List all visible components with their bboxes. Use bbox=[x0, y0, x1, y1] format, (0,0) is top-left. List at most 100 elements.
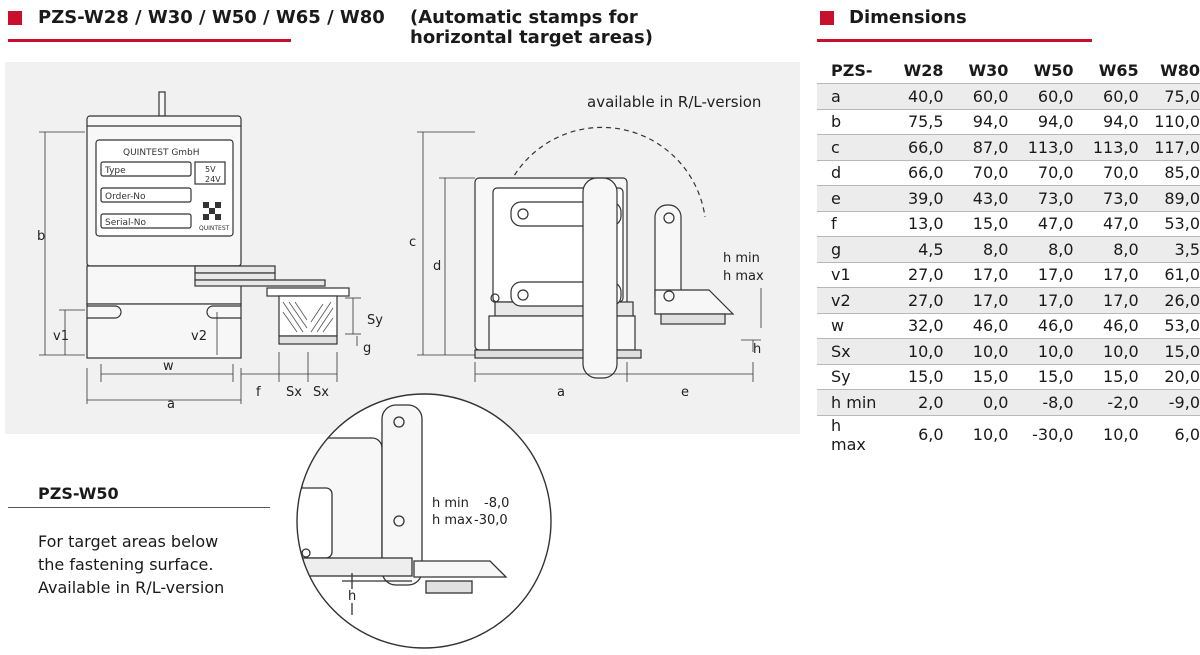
table-cell: 15,0 bbox=[1008, 363, 1074, 390]
table-cell: 70,0 bbox=[1073, 159, 1139, 186]
w50-title: PZS-W50 bbox=[38, 484, 119, 503]
table-cell: -2,0 bbox=[1073, 389, 1139, 415]
dim-label-c: c bbox=[409, 235, 416, 250]
header-w30: W30 bbox=[968, 61, 1009, 80]
dim-label-g: g bbox=[363, 341, 371, 356]
table-cell: 89,0 bbox=[1138, 185, 1200, 211]
table-cell: 117,0 bbox=[1138, 134, 1200, 160]
table-cell: 46,0 bbox=[1073, 312, 1139, 339]
table-cell: 6,0 bbox=[1138, 414, 1200, 454]
table-cell: 46,0 bbox=[1008, 312, 1074, 339]
table-cell: 10,0 bbox=[943, 338, 1009, 364]
table-cell: 26,0 bbox=[1138, 287, 1200, 313]
page-title: PZS-W28 / W30 / W50 / W65 / W80 bbox=[38, 7, 385, 28]
table-cell: 94,0 bbox=[943, 108, 1009, 135]
dim-label-w: w bbox=[163, 359, 174, 374]
voltage-24v: 24V bbox=[205, 175, 221, 184]
row-label: d bbox=[817, 159, 879, 186]
detail-h-min-value: -8,0 bbox=[484, 496, 509, 511]
quintest-logo bbox=[203, 202, 221, 220]
table-cell: 66,0 bbox=[878, 159, 944, 186]
table-cell: 53,0 bbox=[1138, 210, 1200, 237]
company-name: QUINTEST GmbH bbox=[123, 148, 200, 158]
table-cell: 32,0 bbox=[878, 312, 944, 339]
dim-label-d: d bbox=[433, 259, 441, 274]
table-cell: 39,0 bbox=[878, 185, 944, 211]
table-cell: 10,0 bbox=[878, 338, 944, 364]
w50-divider bbox=[8, 507, 270, 508]
table-cell: 46,0 bbox=[943, 312, 1009, 339]
table-cell: 17,0 bbox=[1008, 261, 1074, 288]
table-cell: 113,0 bbox=[1073, 134, 1139, 160]
table-cell: 17,0 bbox=[1073, 261, 1139, 288]
dimensions-title: Dimensions bbox=[849, 7, 967, 28]
table-cell: 10,0 bbox=[1008, 338, 1074, 364]
table-cell: 27,0 bbox=[878, 261, 944, 288]
table-cell: 60,0 bbox=[943, 83, 1009, 109]
header-w50: W50 bbox=[1033, 61, 1074, 80]
detail-h-max-label: h max bbox=[432, 513, 473, 528]
table-cell: 53,0 bbox=[1138, 312, 1200, 339]
table-cell: 47,0 bbox=[1073, 210, 1139, 237]
table-cell: -9,0 bbox=[1138, 389, 1200, 415]
row-label: h max bbox=[817, 414, 879, 454]
table-cell: 15,0 bbox=[878, 363, 944, 390]
table-cell: 73,0 bbox=[1008, 185, 1074, 211]
red-square-icon bbox=[820, 11, 834, 25]
table-cell: 10,0 bbox=[1073, 338, 1139, 364]
dim-label-a-front: a bbox=[167, 397, 175, 412]
dim-label-a-side: a bbox=[557, 385, 565, 400]
dim-label-sy: Sy bbox=[367, 313, 383, 328]
table-cell: 3,5 bbox=[1138, 236, 1200, 262]
dim-label-sx-2: Sx bbox=[313, 385, 329, 400]
detail-h-min-label: h min bbox=[432, 496, 469, 511]
title-underline bbox=[8, 39, 291, 42]
table-cell: 0,0 bbox=[943, 389, 1009, 415]
w50-desc-line-2: the fastening surface. bbox=[38, 555, 214, 574]
dim-label-b: b bbox=[37, 229, 45, 244]
row-label: c bbox=[817, 134, 879, 160]
detail-h-max-value: -30,0 bbox=[474, 513, 508, 528]
row-label: g bbox=[817, 236, 879, 262]
row-label: Sx bbox=[817, 338, 879, 364]
table-cell: 15,0 bbox=[1138, 338, 1200, 364]
table-cell: 70,0 bbox=[943, 159, 1009, 186]
table-cell: 10,0 bbox=[1073, 414, 1139, 454]
field-order-no: Order-No bbox=[105, 192, 146, 202]
table-cell: 2,0 bbox=[878, 389, 944, 415]
detail-h-label: h bbox=[348, 589, 356, 604]
table-cell: 27,0 bbox=[878, 287, 944, 313]
voltage-5v: 5V bbox=[205, 165, 216, 174]
red-square-icon bbox=[8, 11, 22, 25]
dim-label-v1: v1 bbox=[53, 329, 69, 344]
table-header-row: PZS- W28 W30 W50 W65 W80 bbox=[817, 58, 1200, 84]
table-cell: 60,0 bbox=[1073, 83, 1139, 109]
table-cell: -30,0 bbox=[1008, 414, 1074, 454]
table-cell: 15,0 bbox=[943, 210, 1009, 237]
table-cell: 61,0 bbox=[1138, 261, 1200, 288]
dim-label-h-min: h min bbox=[723, 251, 760, 266]
dim-label-f: f bbox=[256, 385, 261, 400]
header-w80: W80 bbox=[1160, 61, 1200, 80]
dimensions-underline bbox=[817, 39, 1092, 42]
table-cell: 17,0 bbox=[1073, 287, 1139, 313]
table-cell: 87,0 bbox=[943, 134, 1009, 160]
header-w65: W65 bbox=[1098, 61, 1139, 80]
table-cell: 70,0 bbox=[1008, 159, 1074, 186]
table-cell: 113,0 bbox=[1008, 134, 1074, 160]
table-cell: 8,0 bbox=[1008, 236, 1074, 262]
table-cell: 66,0 bbox=[878, 134, 944, 160]
logo-text: QUINTEST bbox=[199, 225, 230, 232]
dim-label-sx-1: Sx bbox=[286, 385, 302, 400]
row-label: v1 bbox=[817, 261, 879, 288]
table-cell: 40,0 bbox=[878, 83, 944, 109]
availability-note: available in R/L-version bbox=[587, 93, 761, 111]
